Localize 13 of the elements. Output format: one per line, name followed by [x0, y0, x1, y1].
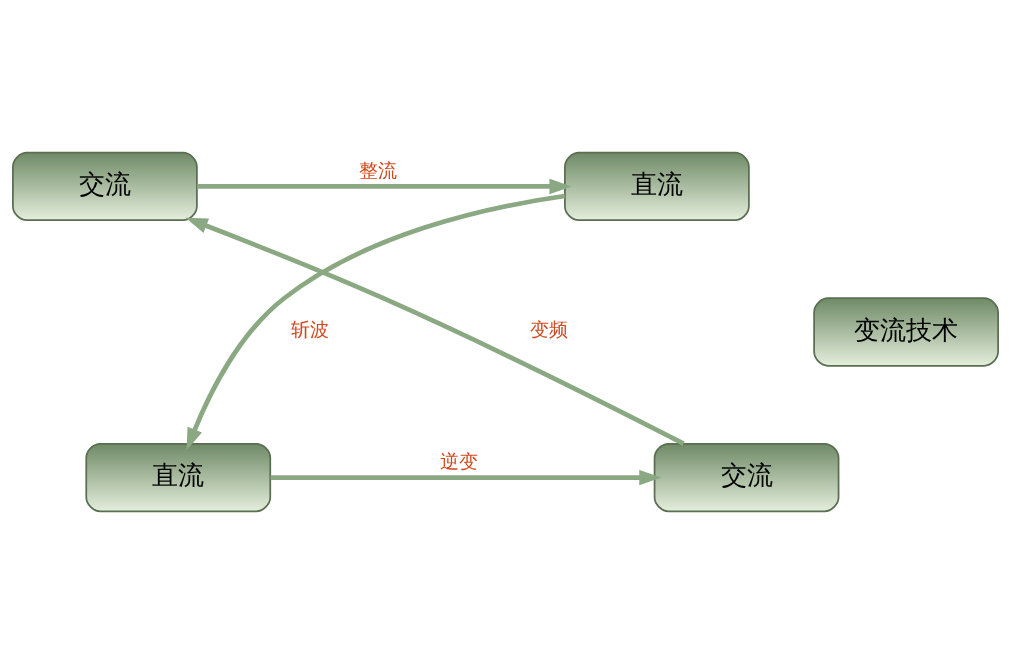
node-box: 直流 — [85, 442, 272, 513]
edge-label: 变频 — [530, 319, 569, 341]
edge-label: 逆变 — [440, 451, 479, 473]
arrow — [186, 193, 566, 451]
arrow — [185, 217, 685, 446]
node-box: 交流 — [12, 151, 198, 222]
edge-label: 整流 — [358, 159, 397, 181]
node-box: 直流 — [564, 151, 750, 222]
arrow — [196, 178, 572, 195]
edge-label: 斩波 — [291, 319, 330, 341]
arrow — [270, 469, 662, 486]
node-box: 变流技术 — [813, 297, 999, 367]
node-box: 交流 — [653, 442, 840, 513]
